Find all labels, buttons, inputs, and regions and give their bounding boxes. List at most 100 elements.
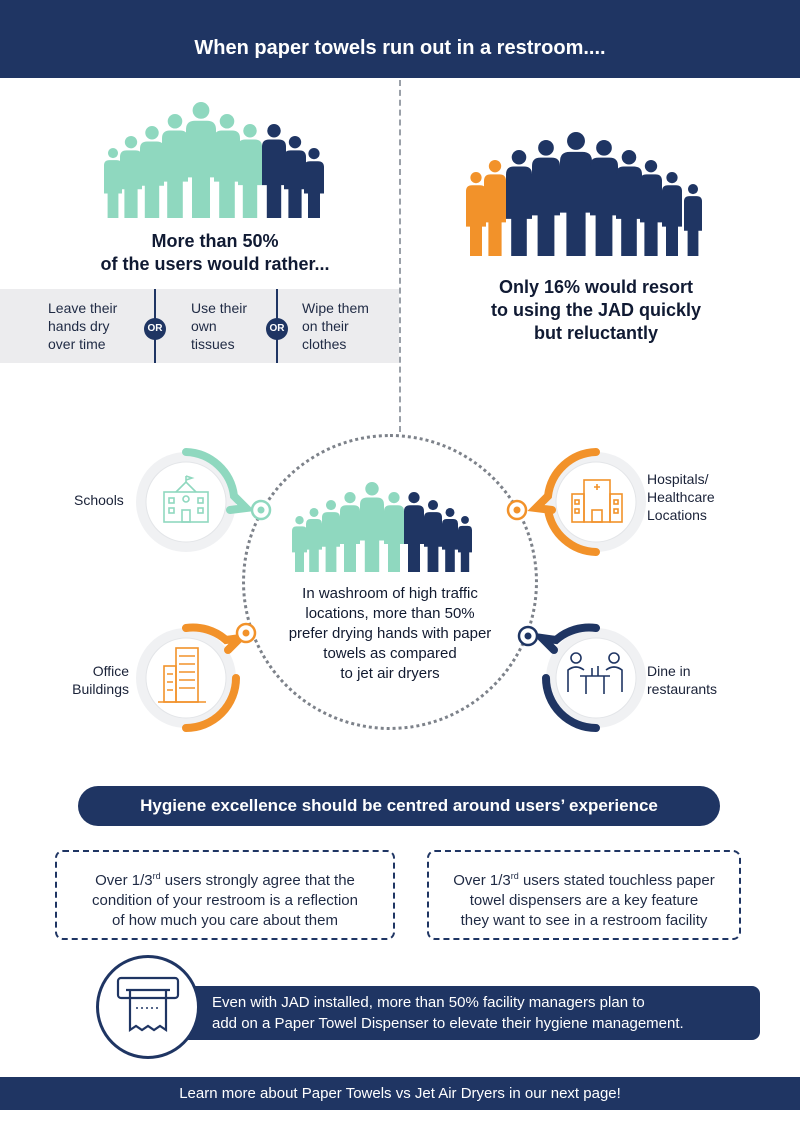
person-body [532,157,560,256]
person-body [262,139,286,218]
person-body [424,512,442,572]
person-head [488,160,502,173]
dining-table-icon [567,652,623,694]
center-stat: In washroom of high traffic locations, m… [255,584,525,684]
location-label: Dine in [647,663,691,679]
box-line2: towel dispensers are a key feature [469,892,699,909]
box-prefix: Over 1/3 [453,872,511,889]
person-body [292,526,307,572]
options-band [0,289,399,363]
person-body [662,185,682,256]
location-badges [136,448,646,732]
option-text: Use their [191,300,248,316]
person-head [124,136,138,149]
person-head [511,150,527,165]
location-dine: Dine in restaurants [647,662,717,698]
person-head [567,132,585,150]
location-label: Schools [74,492,124,508]
school-building-icon [163,475,209,523]
person-head [365,482,379,496]
person-body [484,174,506,256]
person-head [621,150,637,165]
location-label: Healthcare [647,489,715,505]
hospital-icon [571,479,623,523]
person-body [384,505,404,572]
hygiene-heading-text: Hygiene excellence should be centred aro… [140,796,658,815]
box-restroom-condition: Over 1/3rd users strongly agree that the… [55,850,395,940]
box-line3: of how much you care about them [112,912,338,929]
or-badge: OR [266,318,288,340]
person-body [214,130,240,218]
location-label: Locations [647,507,707,523]
person-head [445,508,455,517]
person-head [344,492,356,504]
person-body [186,120,216,218]
office-badge [136,622,257,732]
person-body [162,130,188,218]
paper-towel-dispenser-icon [116,976,180,1033]
person-body [304,161,324,218]
location-label: Buildings [72,681,129,697]
hospital-badge [506,448,646,556]
office-building-icon [158,647,206,703]
location-label: Hospitals/ [647,471,709,487]
option-text: clothes [302,336,347,352]
box-line2: condition of your restroom is a reflecti… [92,892,358,909]
header-title: When paper towels run out in a restroom.… [194,37,606,59]
header-banner: When paper towels run out in a restroom.… [0,0,800,78]
option-text: Leave their [48,300,118,316]
person-body [340,505,360,572]
option-text: hands dry [48,318,110,334]
box-touchless-dispensers: Over 1/3rd users stated touchless paper … [427,850,741,940]
person-head [145,126,159,140]
person-body [684,196,702,256]
left-stat-line1: More than 50% [151,231,279,251]
person-body [238,139,262,218]
left-stat-line2: of the users would rather... [100,254,330,274]
location-label: Office [92,663,129,679]
person-body [306,518,322,572]
people-group-icon [104,102,324,218]
person-body [120,150,142,218]
person-head [538,140,554,156]
box-line1: users stated touchless paper [518,872,715,889]
person-body [506,166,532,256]
center-stat-line: towels as compared [323,645,457,662]
person-head [167,114,183,129]
option-text: tissues [191,336,235,352]
option-wipe-clothes: Wipe them on their clothes [302,299,392,353]
person-body [322,512,340,572]
box-prefix: Over 1/3 [95,872,153,889]
center-stat-line: prefer drying hands with paper [288,625,492,642]
person-body [442,518,458,572]
person-head [288,136,302,149]
center-stat-line: In washroom of high traffic [302,585,478,602]
location-office: Office Buildings [66,662,129,698]
person-body [140,141,164,218]
right-stat-line: but reluctantly [533,323,658,343]
person-head [243,124,257,138]
location-hospitals: Hospitals/ Healthcare Locations [647,470,715,524]
person-body [360,497,384,572]
divider-line [399,80,401,432]
person-head [388,492,400,504]
person-head [687,184,699,195]
person-head [427,500,439,511]
option-text: Wipe them [302,300,369,316]
jad-statement: Even with JAD installed, more than 50% f… [170,986,760,1040]
person-head [107,148,119,159]
hygiene-heading: Hygiene excellence should be centred aro… [78,786,720,826]
person-body [590,157,618,256]
person-head [308,148,320,160]
option-text: on their [302,318,349,334]
footer-banner: Learn more about Paper Towels vs Jet Air… [0,1077,800,1110]
person-head [461,516,469,524]
footer-text: Learn more about Paper Towels vs Jet Air… [179,1085,621,1102]
person-body [104,160,122,218]
or-badge: OR [144,318,166,340]
person-body [284,150,306,218]
person-body [640,174,662,256]
person-head [295,516,304,525]
person-head [470,172,482,184]
person-head [219,114,235,129]
